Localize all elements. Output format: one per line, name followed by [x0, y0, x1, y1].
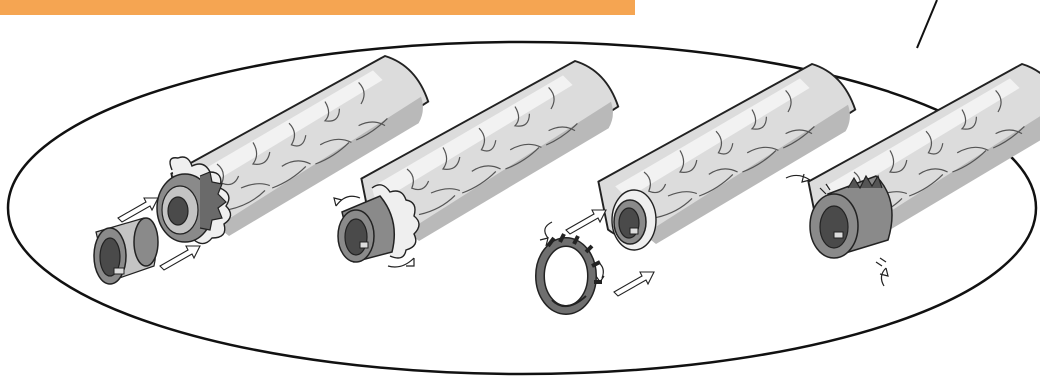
header-banner: [0, 0, 635, 15]
motion-marks-4b: [876, 258, 886, 266]
rotate-arrow-2b: [388, 258, 414, 267]
hose-end-fitted: [612, 190, 656, 250]
push-arrow-3b: [614, 272, 654, 296]
tighten-arrow-4a: [786, 174, 810, 182]
clamp-ring: [540, 234, 602, 310]
tighten-arrow-4b: [880, 268, 888, 286]
fitting-inserted: [338, 196, 394, 262]
push-arrow-1a: [118, 198, 158, 222]
push-arrow-1b: [160, 246, 200, 270]
rotate-arrow-2a: [334, 196, 360, 206]
callout-line: [917, 0, 937, 48]
push-arrow-3a: [566, 210, 606, 234]
adapter-sleeve: [94, 218, 158, 284]
